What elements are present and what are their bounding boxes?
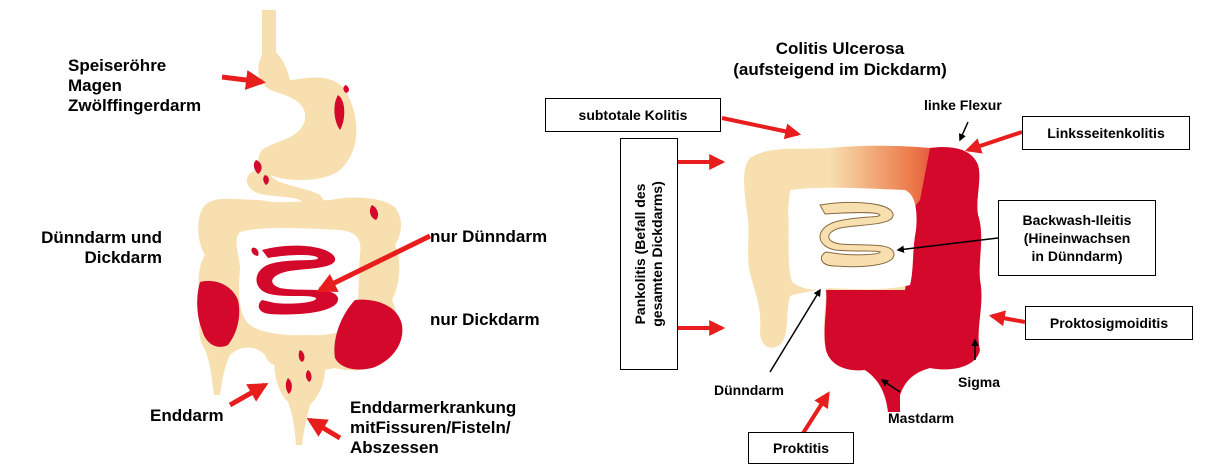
arrow-subtotal bbox=[722, 118, 798, 134]
box-proctitis: Proktitis bbox=[748, 432, 854, 464]
label-small-and-large: Dünndarm und Dickdarm bbox=[10, 228, 162, 268]
right-title: Colitis Ulcerosa (aufsteigend im Dickdar… bbox=[710, 38, 970, 80]
arrow-left-sided bbox=[968, 132, 1022, 150]
box-left-sided-colitis: Linksseitenkolitis bbox=[1022, 116, 1190, 150]
pancolitis-text: Pankolitis (Befall des gesamten Dickdarm… bbox=[632, 181, 666, 327]
box-pancolitis: Pankolitis (Befall des gesamten Dickdarm… bbox=[620, 138, 678, 370]
arrow-to-rectum bbox=[230, 385, 265, 405]
label-mastdarm: Mastdarm bbox=[888, 410, 954, 427]
right-colon bbox=[744, 146, 981, 412]
label-rectal-disease: Enddarmerkrankung mitFissuren/Fisteln/ A… bbox=[350, 398, 516, 458]
box-subtotal-colitis: subtotale Kolitis bbox=[545, 98, 721, 132]
arrow-left-flexure bbox=[960, 122, 968, 140]
label-rectum: Enddarm bbox=[150, 406, 224, 426]
box-backwash-ileitis: Backwash-Ileitis (Hineinwachsen in Dünnd… bbox=[998, 200, 1156, 276]
arrow-proctosigmoiditis bbox=[992, 316, 1025, 322]
label-only-large: nur Dickdarm bbox=[430, 310, 540, 330]
box-proctosigmoiditis: Proktosigmoiditis bbox=[1025, 306, 1193, 340]
label-small-intestine-right: Dünndarm bbox=[714, 382, 784, 399]
label-sigma: Sigma bbox=[958, 374, 1000, 391]
label-left-flexure: linke Flexur bbox=[924, 97, 1002, 114]
label-only-small: nur Dünndarm bbox=[430, 227, 547, 247]
arrow-to-anal bbox=[310, 420, 340, 438]
arrow-to-stomach bbox=[222, 77, 262, 82]
label-upper-gi: Speiseröhre Magen Zwölffingerdarm bbox=[68, 56, 201, 116]
